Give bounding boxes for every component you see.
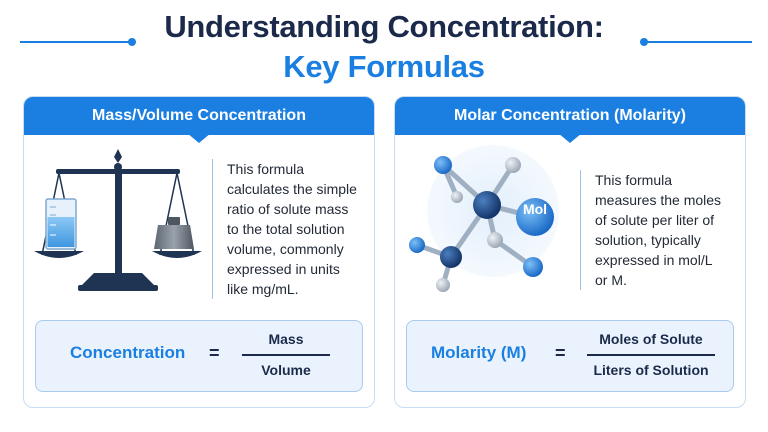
mass-volume-description-block: This formula calculates the simple ratio… [212,159,357,299]
formula-numerator-moles: Moles of Solute [599,331,703,347]
formula-equals: = [555,343,566,363]
molarity-formula: Molarity (M) = Moles of Solute Liters of… [406,320,734,392]
left-header-notch [187,133,211,143]
formula-lhs-molarity: Molarity (M) [431,343,527,362]
molarity-description-block: This formula measures the moles of solut… [580,170,721,290]
decorative-dot-left [128,38,136,46]
formula-lhs-concentration: Concentration [70,343,186,362]
molarity-card-header: Molar Concentration (Molarity) [395,97,745,135]
formula-numerator-mass: Mass [268,331,304,347]
formula-denominator-volume: Volume [261,362,311,378]
decorative-line-right [646,41,752,43]
balance-scale-icon [34,145,214,305]
mass-volume-card-header: Mass/Volume Concentration [24,97,374,135]
mass-volume-card: Mass/Volume Concentration [23,96,375,408]
title-line-2: Key Formulas [283,49,485,84]
right-header-notch [558,133,582,143]
decorative-dot-right [640,38,648,46]
decorative-line-left [20,41,130,43]
formula-denominator-liters: Liters of Solution [593,362,709,378]
title-line-1: Understanding Concentration: [164,9,604,44]
mass-volume-description: This formula calculates the simple ratio… [227,161,357,297]
formula-equals: = [209,343,220,363]
mass-volume-formula: Concentration = Mass Volume [35,320,363,392]
fraction-bar [242,354,330,356]
molecule-icon: Mol [405,145,585,305]
page-title: Understanding Concentration: Key Formula… [0,8,768,86]
molarity-card: Molar Concentration (Molarity) [394,96,746,408]
molarity-description: This formula measures the moles of solut… [595,172,722,288]
molecule-label: Mol [522,201,548,217]
fraction-bar [587,354,715,356]
